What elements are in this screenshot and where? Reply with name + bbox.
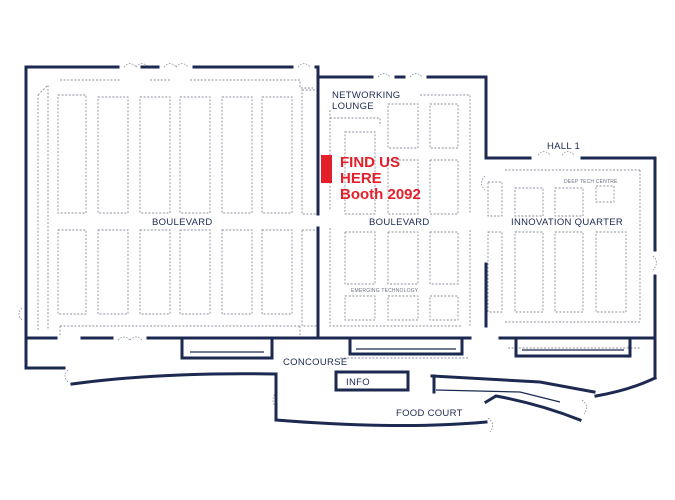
concourse-label: CONCOURSE: [283, 357, 347, 368]
networking-lounge-label-1: NETWORKING: [332, 90, 400, 101]
booth: [387, 231, 419, 285]
booth: [344, 295, 376, 321]
booth-outlines: [37, 79, 641, 359]
booth: [554, 231, 584, 313]
booth: [97, 96, 129, 214]
callout-find-us: FIND US: [340, 154, 400, 171]
booth: [301, 229, 318, 327]
callout-here: HERE: [340, 170, 382, 187]
info-label[interactable]: INFO: [346, 377, 370, 388]
booth: [387, 159, 419, 215]
info-booth: [334, 370, 410, 392]
booth: [221, 96, 253, 214]
callout-booth-number: Booth 2092: [340, 186, 421, 203]
booth: [595, 231, 627, 313]
door-swings: [18, 63, 657, 433]
booth: [139, 96, 171, 214]
booth: [261, 96, 293, 214]
booth: [554, 187, 584, 217]
booth: [595, 185, 615, 203]
booth: [514, 231, 544, 313]
booth: [429, 159, 459, 215]
booth: [387, 103, 419, 149]
booth: [487, 181, 503, 217]
walls: [24, 65, 658, 428]
booth: [344, 131, 376, 215]
booth: [387, 295, 419, 321]
booth: [97, 229, 129, 315]
hall-1-label: HALL 1: [547, 141, 580, 152]
booth: [179, 229, 211, 315]
booth: [221, 229, 253, 315]
deep-tech-centre-label: DEEP TECH CENTRE: [564, 179, 618, 185]
booth: [344, 231, 376, 285]
booth: [261, 229, 293, 315]
booth: [57, 94, 87, 214]
booth-2092-highlight[interactable]: [321, 155, 332, 183]
innovation-quarter-label: INNOVATION QUARTER: [511, 217, 623, 228]
booth: [429, 295, 459, 321]
boulevard-left-label: BOULEVARD: [152, 217, 213, 228]
booth: [429, 231, 459, 285]
booth: [179, 96, 211, 214]
food-court-label: FOOD COURT: [396, 408, 463, 419]
booth: [57, 229, 87, 315]
emerging-technology-label: EMERGING TECHNOLOGY: [351, 288, 419, 294]
booth: [429, 103, 459, 149]
networking-lounge-label-2: LOUNGE: [332, 101, 374, 112]
booth: [514, 187, 544, 217]
booth: [487, 231, 503, 313]
boulevard-center-label: BOULEVARD: [369, 217, 430, 228]
booth: [139, 229, 171, 315]
booth: [301, 89, 318, 215]
